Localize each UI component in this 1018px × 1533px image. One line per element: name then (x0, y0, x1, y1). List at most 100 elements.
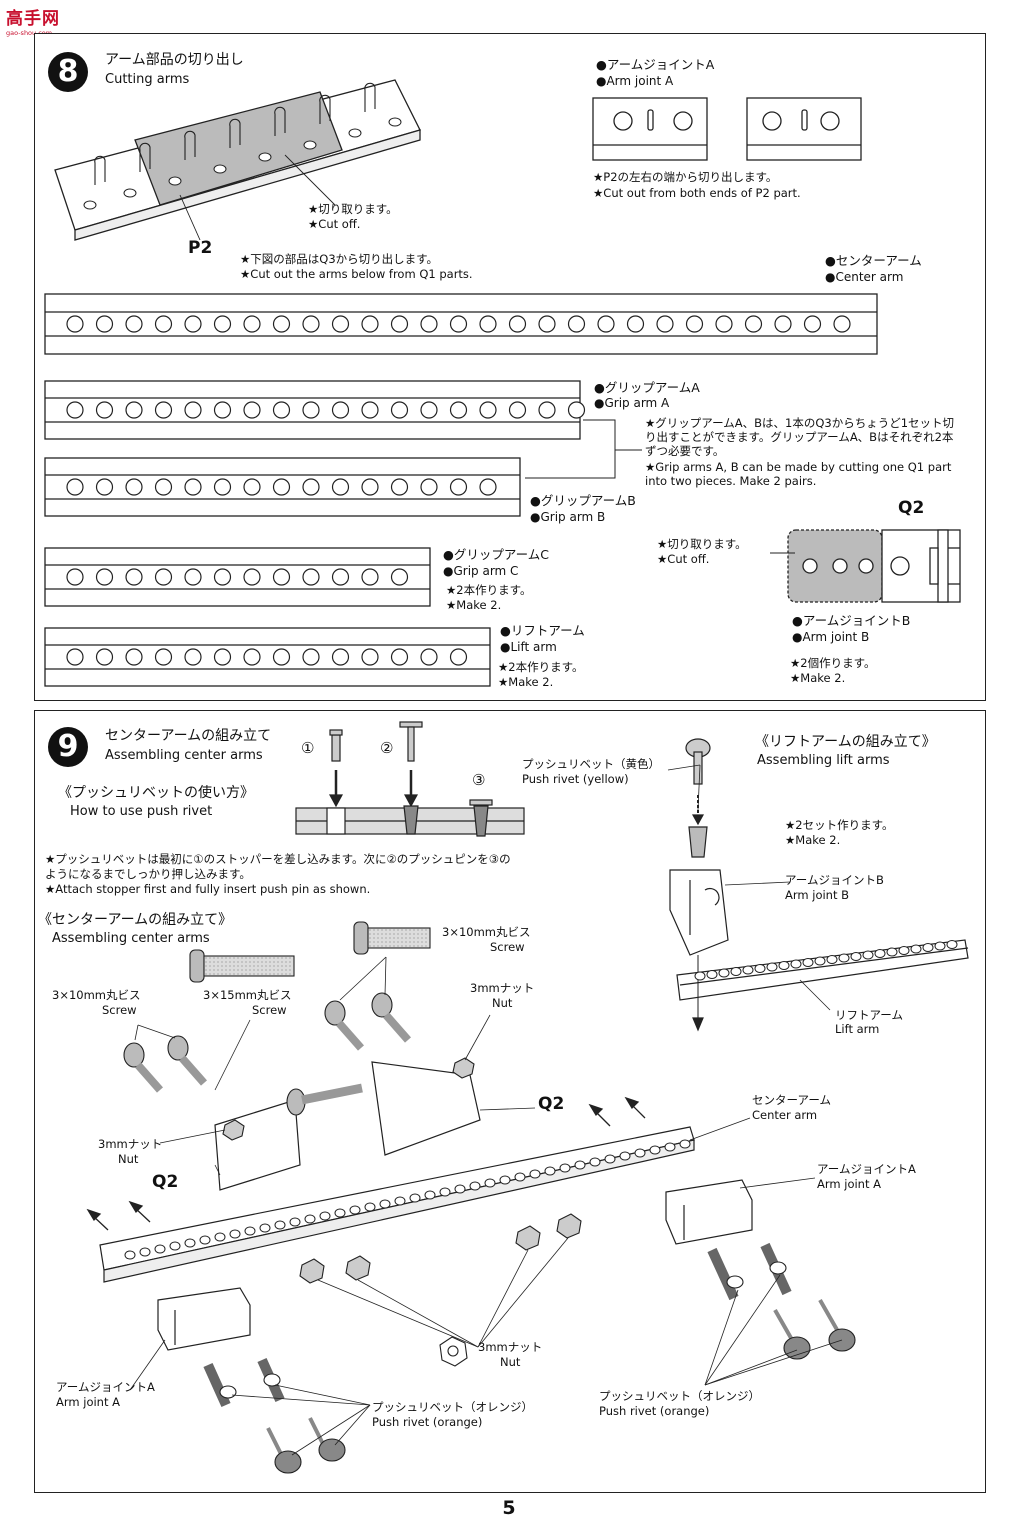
arm-hole (664, 1142, 676, 1152)
arm-hole (304, 1214, 316, 1224)
arm-hole (499, 1175, 511, 1185)
arm-hole (514, 1172, 526, 1182)
circled-2: ② (380, 739, 394, 757)
arm-hole (169, 1241, 181, 1251)
center-arm-holes (66, 315, 851, 333)
center-arm-label-jp: ●センターアーム (825, 253, 922, 268)
arm-hole (66, 648, 84, 666)
arm-hole (730, 967, 742, 976)
arm-hole (184, 648, 202, 666)
grip-note-jp2: り出すことができます。グリップアームA、Bはそれぞれ2本 (645, 430, 954, 444)
screw-illustrations (123, 921, 431, 1116)
step9-panel (34, 710, 986, 1493)
aja-left-jp: アームジョイントA (56, 1380, 155, 1394)
arm-hole (420, 648, 438, 666)
lift-arm-9-en: Lift arm (835, 1022, 880, 1036)
arm-hole (538, 401, 556, 419)
push-rivet-howto-illustration (295, 721, 525, 837)
q2-right-label: Q2 (538, 1094, 565, 1114)
arm-hole (66, 478, 84, 496)
aja-left-en: Arm joint A (56, 1395, 120, 1409)
arm-hole (538, 315, 556, 333)
rivet-orange-left-en: Push rivet (orange) (372, 1415, 483, 1429)
arm-hole (874, 949, 886, 958)
q2-cutoff-jp: ★切り取ります。 (657, 537, 747, 551)
arm-hole (390, 315, 409, 333)
arm-hole (349, 1205, 361, 1215)
arm-hole (449, 401, 468, 419)
grip-c-label-jp: ●グリップアームC (443, 547, 550, 562)
arm-hole (390, 568, 409, 586)
lift-arm-holes (66, 648, 468, 666)
arm-hole (154, 1244, 166, 1254)
arm-hole (154, 401, 173, 419)
nut-mid-jp: 3mmナット (478, 1340, 543, 1354)
arm-hole (364, 1202, 376, 1212)
lift-arm-label-jp: ●リフトアーム (500, 623, 585, 638)
rivet-orange-left-jp: プッシュリベット（オレンジ） (372, 1400, 533, 1414)
arm-hole (361, 401, 379, 419)
arm-joint-a-illustration (592, 97, 862, 161)
arm-hole (439, 1187, 451, 1197)
arm-hole (469, 1181, 481, 1191)
lift-assembly-title-jp: 《リフトアームの組み立て》 (755, 734, 936, 750)
arm-hole (272, 478, 291, 496)
arm-hole (154, 568, 173, 586)
p2-part-illustration (54, 79, 421, 241)
arm-hole (742, 965, 754, 975)
arm-hole (243, 478, 261, 496)
arm-hole (604, 1154, 616, 1164)
arm-hole (778, 961, 790, 970)
arm-hole (184, 1238, 196, 1248)
stopper-note-jp2: ようになるまでしっかり押し込みます。 (45, 867, 251, 881)
nut-left-jp: 3mmナット (98, 1137, 163, 1151)
arm-hole (424, 1190, 436, 1200)
arm-hole (184, 568, 202, 586)
center-arm-9-en: Center arm (752, 1108, 818, 1122)
circled-1: ① (301, 739, 315, 757)
arm-hole (213, 315, 232, 333)
arm-hole (420, 478, 438, 496)
arm-hole (243, 568, 261, 586)
arm-hole (886, 947, 898, 957)
arm-hole (544, 1166, 556, 1176)
arm-hole (66, 568, 84, 586)
center-arm-9-jp: センターアーム (752, 1093, 832, 1107)
arm-hole (774, 315, 792, 333)
arm-hole (154, 478, 173, 496)
aja-right-jp: アームジョイントA (817, 1162, 916, 1176)
aja-right-en: Arm joint A (817, 1177, 881, 1191)
screw15-jp: 3×15mm丸ビス (203, 988, 292, 1002)
rivet-orange-right-en: Push rivet (orange) (599, 1404, 710, 1418)
grip-b-label-en: ●Grip arm B (530, 510, 606, 524)
arm-hole (833, 315, 851, 333)
nut-top-en: Nut (492, 996, 513, 1010)
arm-hole (597, 315, 615, 333)
arm-hole (922, 943, 934, 952)
arm-hole (862, 950, 874, 960)
orange-rivet-illustrations (203, 1242, 856, 1474)
ajb-9-jp: アームジョイントB (785, 873, 884, 887)
two-sets-jp: ★2セット作ります。 (785, 818, 894, 832)
lift-arm-9-jp: リフトアーム (835, 1008, 903, 1022)
arm-hole (394, 1196, 406, 1206)
ajb-make-jp: ★2個作ります。 (790, 656, 876, 670)
grip-a-label-en: ●Grip arm A (594, 396, 670, 410)
q2-left-label: Q2 (152, 1172, 179, 1192)
arm-hole (229, 1229, 241, 1239)
grip-a-label-jp: ●グリップアームA (594, 380, 700, 395)
arm-hole (243, 401, 261, 419)
arm-hole (95, 568, 114, 586)
ajb-9-en: Arm joint B (785, 888, 850, 902)
arm-hole (559, 1163, 571, 1173)
arm-hole (154, 648, 173, 666)
arm-hole (589, 1157, 601, 1167)
arm-hole (449, 315, 468, 333)
two-sets-en: ★Make 2. (785, 833, 841, 847)
grip-bracket (525, 419, 642, 479)
arm-hole (244, 1226, 256, 1236)
grip-note-jp1: ★グリップアームA、Bは、1本のQ3からちょうど1セット切 (645, 416, 955, 430)
page-number: 5 (502, 1497, 516, 1519)
center-assembly-title-en: Assembling center arms (52, 931, 210, 946)
howto-title-en: How to use push rivet (70, 804, 213, 819)
